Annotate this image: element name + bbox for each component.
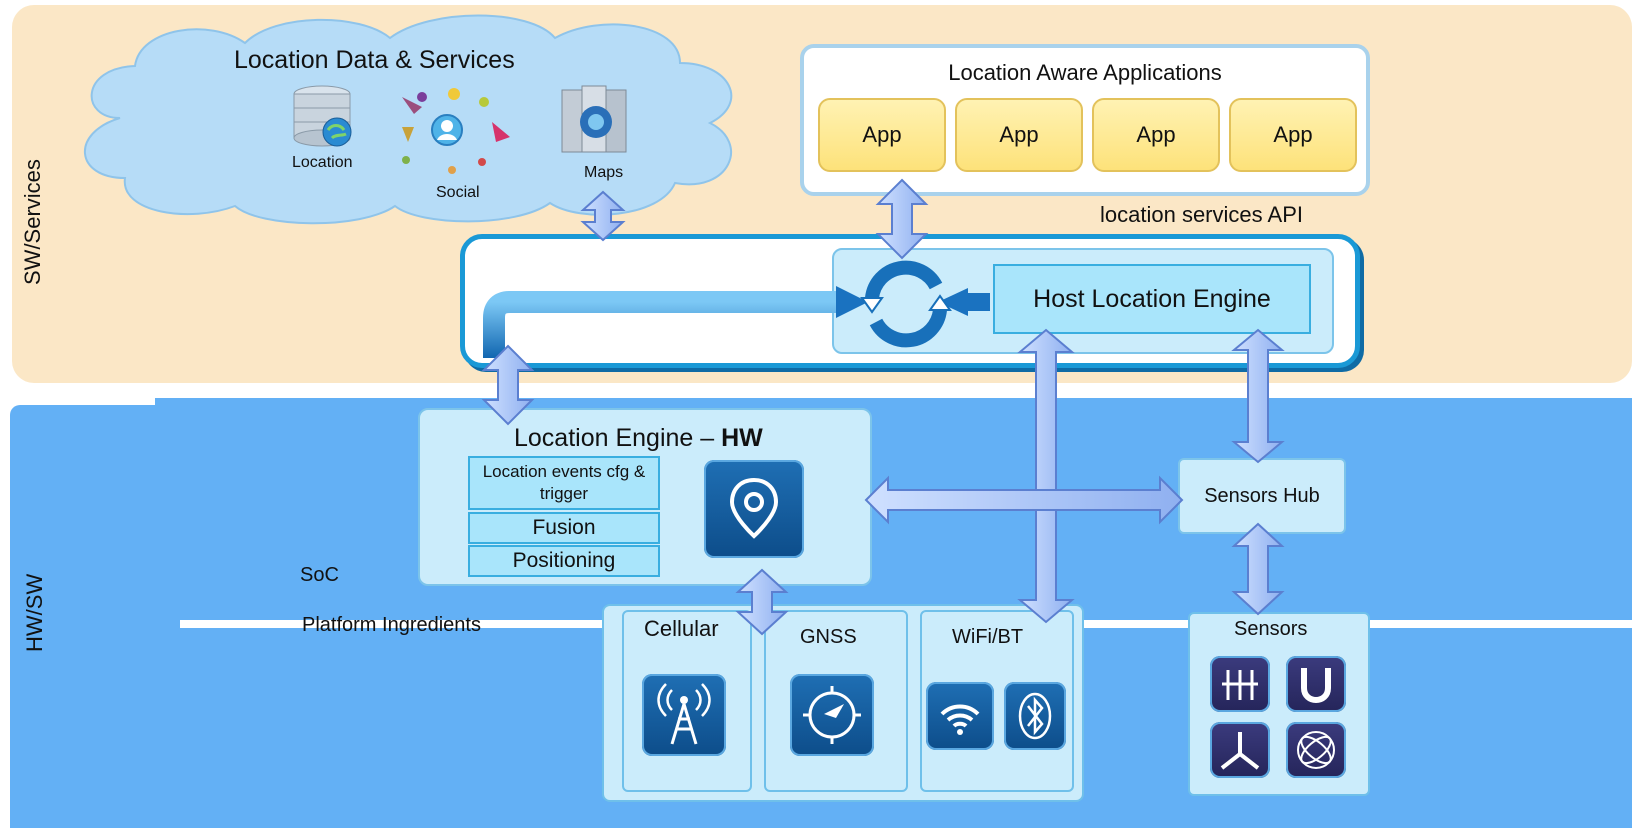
location-services-api-label: location services API: [1100, 202, 1303, 227]
cellular-label: Cellular: [644, 616, 719, 641]
sync-icon: [860, 260, 952, 348]
sensors-label: Sensors: [1234, 618, 1308, 640]
engine-to-host-pipe: [483, 286, 868, 358]
platform-ingredients-label: Platform Ingredients: [302, 614, 481, 636]
bluetooth-icon: [1004, 682, 1066, 750]
social-label: Social: [436, 184, 480, 201]
location-pin-icon: [704, 460, 804, 558]
location-events-cfg-box: Location events cfg & trigger: [468, 456, 660, 510]
cloud-host-arrow: [580, 190, 626, 242]
social-icon: [402, 88, 510, 174]
gyroscope-icon: [1286, 722, 1346, 778]
host-wifi-arrow: [1017, 328, 1075, 624]
database-icon: [293, 85, 352, 147]
wifi-bt-label: WiFi/BT: [952, 626, 1024, 648]
sensors-hub: Sensors Hub: [1178, 458, 1346, 534]
host-sensors-hub-arrow: [1231, 328, 1285, 464]
apps-panel-title: Location Aware Applications: [948, 60, 1222, 85]
host-location-engine: Host Location Engine: [993, 264, 1311, 334]
wifi-icon: [926, 682, 994, 750]
gnss-label: GNSS: [800, 626, 857, 648]
app-tile-1[interactable]: App: [818, 98, 946, 172]
app-tile-3[interactable]: App: [1092, 98, 1220, 172]
soc-label: SoC: [300, 564, 339, 586]
magnetometer-icon: [1286, 656, 1346, 712]
compass-icon: [790, 674, 874, 756]
positioning-box: Positioning: [468, 545, 660, 577]
accelerometer-icon: [1210, 722, 1270, 778]
cloud-shape: [83, 14, 733, 225]
cell-tower-icon: [642, 674, 726, 756]
cloud-title: Location Data & Services: [234, 46, 515, 74]
pressure-sensor-icon: [1210, 656, 1270, 712]
location-label: Location: [292, 154, 353, 171]
fusion-box: Fusion: [468, 512, 660, 544]
location-engine-sensors-hub-arrow: [864, 475, 1184, 525]
app-tile-2[interactable]: App: [955, 98, 1083, 172]
apps-host-arrow: [875, 178, 929, 260]
maps-label: Maps: [584, 164, 624, 181]
location-engine-title: Location Engine – HW: [514, 424, 763, 452]
sensors-hub-sensors-arrow: [1231, 522, 1285, 616]
app-tile-4[interactable]: App: [1229, 98, 1357, 172]
location-engine-cellular-arrow: [735, 568, 789, 636]
host-location-engine-arrow: [481, 344, 535, 426]
maps-icon: [561, 85, 627, 153]
